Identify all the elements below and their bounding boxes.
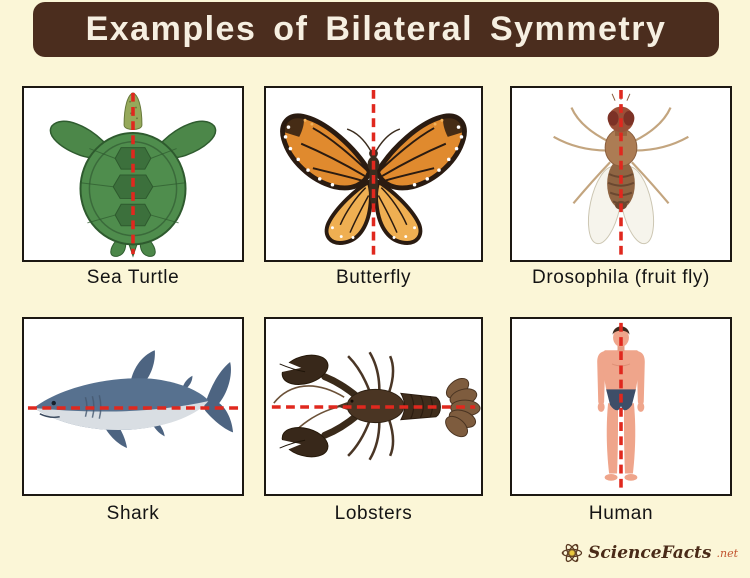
- panel-sea-turtle: [22, 86, 244, 262]
- sea-turtle-illustration: [49, 92, 217, 258]
- title-banner: Examples of Bilateral Symmetry: [33, 2, 719, 57]
- panel-label-butterfly: Butterfly: [335, 267, 412, 288]
- page-title: Examples of Bilateral Symmetry: [85, 10, 667, 48]
- panel-shark: [22, 317, 244, 496]
- panel-label-sea-turtle: Sea Turtle: [86, 267, 180, 288]
- panel-label-lobster: Lobsters: [334, 503, 413, 524]
- panel-label-shark: Shark: [106, 503, 160, 524]
- brand-name: ScienceFacts: [588, 543, 712, 563]
- drosophila-illustration: [553, 89, 689, 257]
- panel-butterfly: [264, 86, 483, 262]
- panel-human: [510, 317, 732, 496]
- atom-icon: [561, 543, 583, 563]
- panel-drosophila: [510, 86, 732, 262]
- panel-lobster: [264, 317, 483, 496]
- panel-label-human: Human: [588, 503, 654, 524]
- butterfly-illustration: [280, 89, 481, 259]
- lobster-illustration: [271, 351, 481, 461]
- brand-footer: ScienceFacts .net: [560, 540, 738, 566]
- human-illustration: [597, 322, 645, 492]
- shark-illustration: [27, 350, 239, 449]
- panel-label-drosophila: Drosophila (fruit fly): [532, 267, 710, 288]
- brand-suffix: .net: [716, 546, 738, 560]
